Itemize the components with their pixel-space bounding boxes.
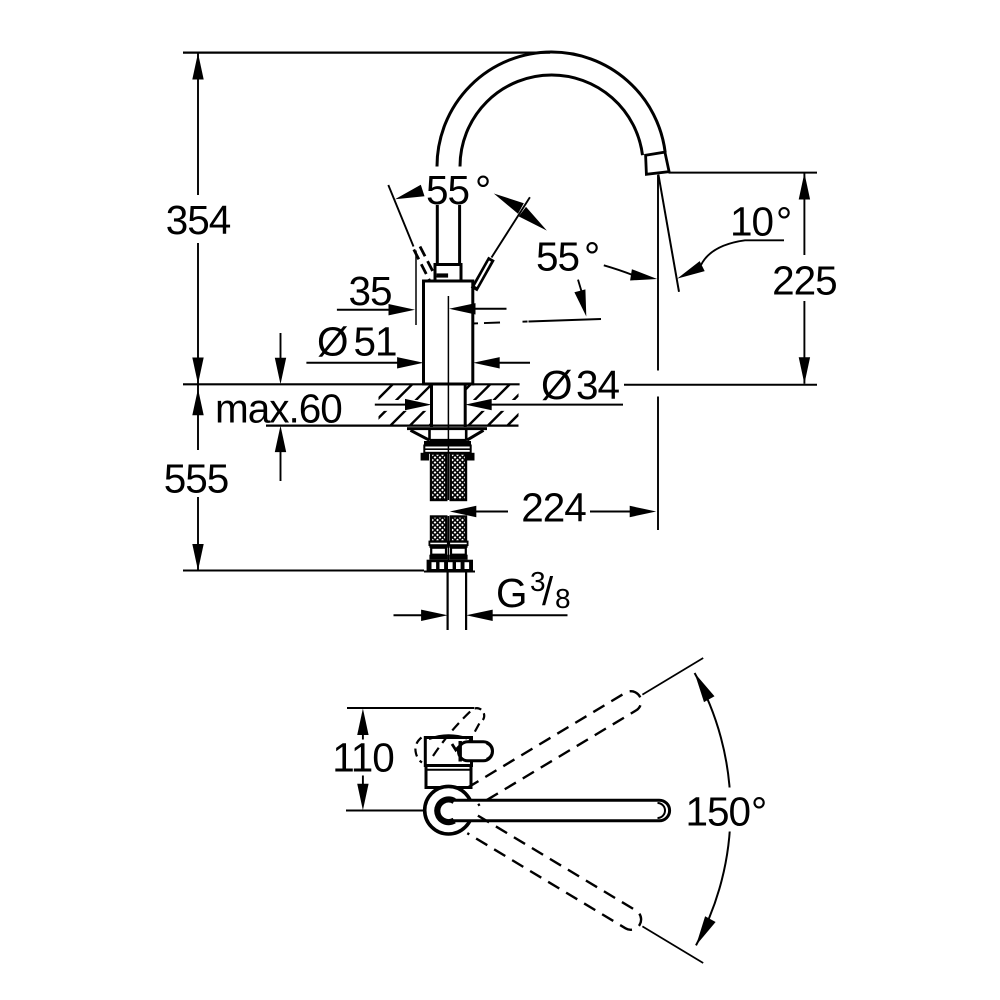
- svg-text:555: 555: [164, 456, 229, 502]
- svg-text:3: 3: [530, 566, 546, 597]
- svg-text:max.60: max.60: [215, 386, 342, 432]
- svg-text:Ø: Ø: [541, 362, 572, 408]
- svg-text:224: 224: [521, 485, 586, 531]
- svg-text:°: °: [776, 198, 791, 244]
- svg-text:354: 354: [166, 197, 231, 243]
- svg-text:8: 8: [555, 583, 571, 614]
- svg-text:51: 51: [354, 319, 397, 365]
- svg-text:34: 34: [576, 362, 620, 408]
- svg-text:°: °: [584, 233, 599, 279]
- svg-text:55: 55: [426, 167, 469, 213]
- svg-text:°: °: [751, 789, 766, 835]
- svg-text:225: 225: [772, 257, 837, 303]
- svg-text:°: °: [475, 167, 490, 213]
- svg-text:G: G: [496, 570, 527, 616]
- svg-text:Ø: Ø: [317, 319, 348, 365]
- svg-text:150: 150: [686, 789, 751, 835]
- svg-text:35: 35: [348, 268, 391, 314]
- svg-text:55: 55: [536, 233, 579, 279]
- svg-text:/: /: [542, 570, 554, 614]
- svg-text:110: 110: [332, 735, 394, 781]
- svg-text:10: 10: [730, 198, 773, 244]
